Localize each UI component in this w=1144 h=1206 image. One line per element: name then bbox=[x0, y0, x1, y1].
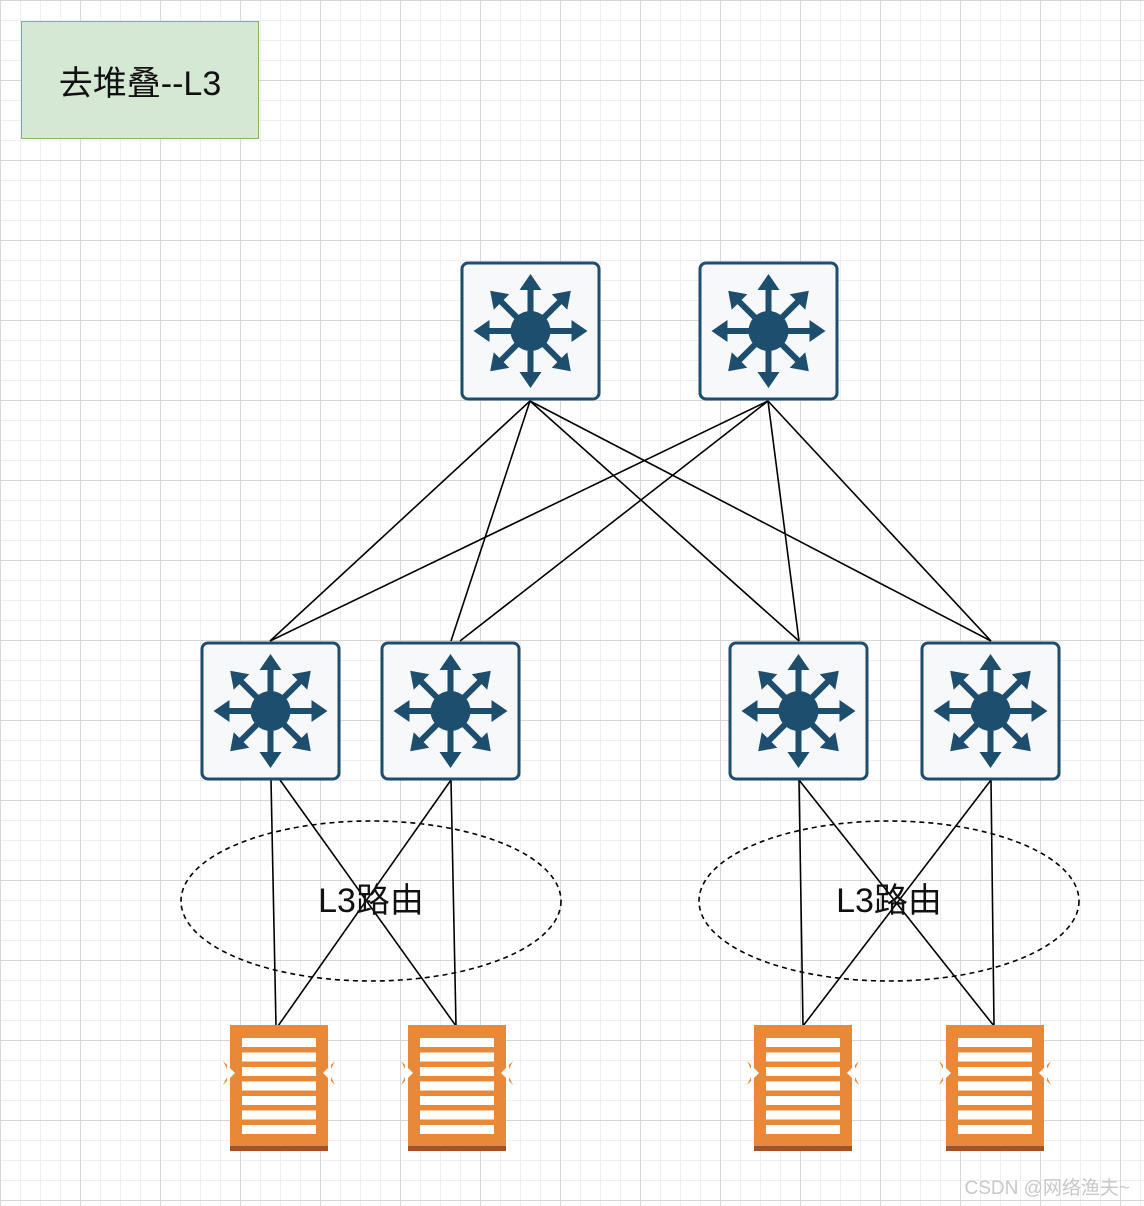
link-line bbox=[767, 400, 992, 642]
link-line bbox=[459, 400, 769, 642]
core-switch bbox=[698, 261, 839, 401]
l3-switch-icon bbox=[742, 654, 856, 768]
routing-label-left: L3路由 bbox=[318, 882, 424, 920]
routing-label-right: L3路由 bbox=[836, 882, 942, 920]
link-line bbox=[802, 779, 992, 1027]
connections bbox=[269, 400, 995, 1027]
server-icon bbox=[223, 1025, 335, 1151]
routing-ellipse bbox=[180, 820, 562, 982]
access-switch bbox=[920, 641, 1061, 781]
l3-switch-icon bbox=[474, 274, 588, 388]
server-icon bbox=[747, 1025, 859, 1151]
link-line bbox=[990, 779, 995, 1027]
diagram-title: 去堆叠--L3 bbox=[21, 21, 259, 139]
access-switch bbox=[200, 641, 341, 781]
l3-switch-icon bbox=[394, 654, 508, 768]
link-line bbox=[277, 779, 452, 1027]
watermark: CSDN @网络渔夫~ bbox=[964, 1178, 1131, 1199]
server-icon bbox=[939, 1025, 1051, 1151]
link-line bbox=[279, 779, 457, 1027]
link-line bbox=[450, 779, 457, 1027]
access-switch bbox=[380, 641, 521, 781]
link-line bbox=[269, 400, 531, 642]
access-switch bbox=[728, 641, 869, 781]
link-line bbox=[529, 400, 800, 642]
link-line bbox=[269, 400, 769, 642]
l3-switch-icon bbox=[712, 274, 826, 388]
link-line bbox=[270, 779, 277, 1027]
l3-switch-icon bbox=[934, 654, 1048, 768]
core-switch bbox=[460, 261, 601, 401]
l3-switch-icon bbox=[214, 654, 328, 768]
routing-ellipse bbox=[698, 820, 1080, 982]
link-line bbox=[529, 400, 992, 642]
link-line bbox=[450, 400, 531, 642]
server-icon bbox=[401, 1025, 513, 1151]
link-line bbox=[798, 779, 804, 1027]
link-line bbox=[767, 400, 800, 642]
